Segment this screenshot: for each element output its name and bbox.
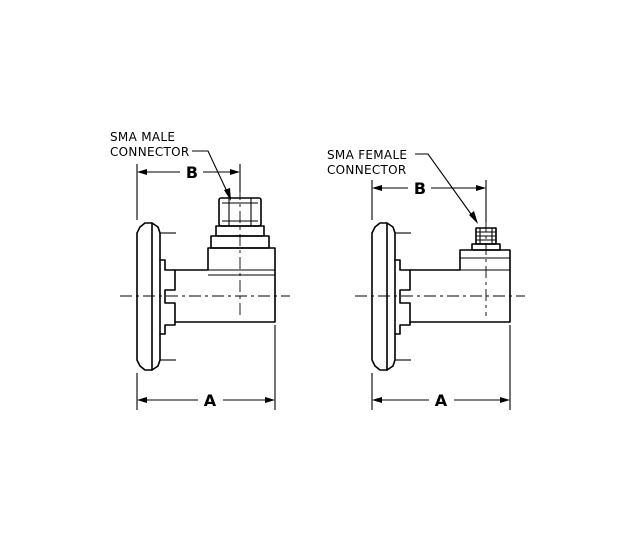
left-callout-line2: CONNECTOR <box>110 145 190 159</box>
right-flange <box>371 222 411 371</box>
left-dim-a-label: A <box>204 391 217 410</box>
right-dim-b-label: B <box>414 179 426 198</box>
right-dimension-b: B <box>371 179 487 222</box>
right-dim-a-label: A <box>435 391 448 410</box>
left-sma-male-connector <box>210 197 270 249</box>
left-dimension-a: A <box>136 325 276 410</box>
left-callout-line1: SMA MALE <box>110 130 175 144</box>
right-dimension-a: A <box>371 325 511 410</box>
left-flange <box>136 222 176 371</box>
right-callout-line2: CONNECTOR <box>327 163 407 177</box>
left-dimension-b: B <box>136 163 241 220</box>
right-callout: SMA FEMALE CONNECTOR <box>327 148 478 224</box>
left-callout: SMA MALE CONNECTOR <box>110 130 231 201</box>
right-waveguide-body <box>409 249 511 323</box>
left-adapter-view: A B SMA MALE CONNECTOR <box>110 130 290 410</box>
right-callout-line1: SMA FEMALE <box>327 148 407 162</box>
left-waveguide-body <box>174 247 276 323</box>
right-adapter-view: A B SMA FEMALE CONNECTOR <box>327 148 525 410</box>
left-dim-b-label: B <box>186 163 198 182</box>
